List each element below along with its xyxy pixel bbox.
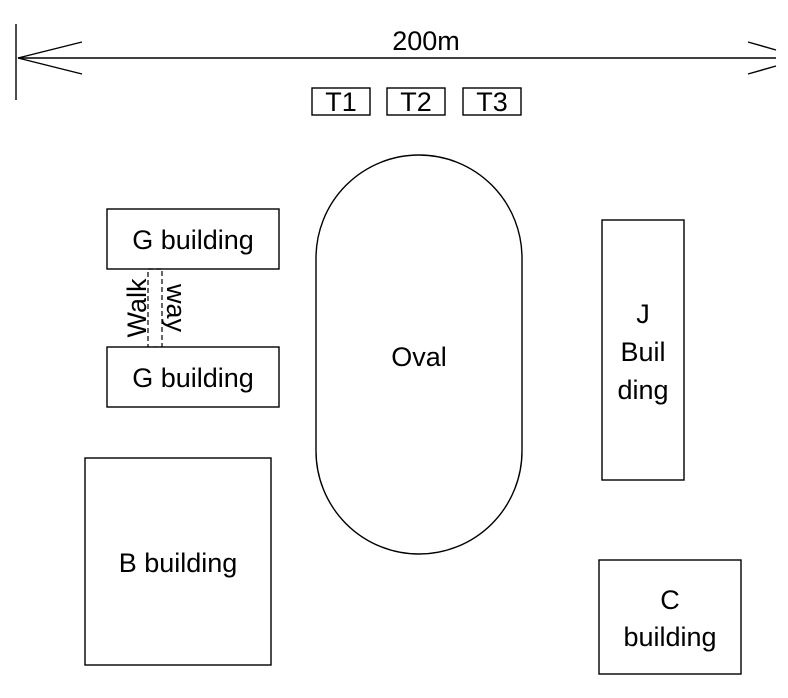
scale-label: 200m xyxy=(392,26,460,56)
oval: Oval xyxy=(315,154,523,555)
scale-right-arrowhead xyxy=(747,41,777,51)
walkway-label-walk: Walk xyxy=(122,278,152,337)
token-t3: T3 xyxy=(462,87,522,117)
b-building-label: B building xyxy=(119,548,238,578)
scale-bar: 200m xyxy=(15,24,777,100)
token-t3-label: T3 xyxy=(476,87,508,117)
oval-label: Oval xyxy=(391,342,447,372)
g-building-top: G building xyxy=(106,208,280,270)
g-building-bottom-label: G building xyxy=(132,363,254,393)
token-t1: T1 xyxy=(311,87,371,117)
c-building: C building xyxy=(598,559,742,675)
j-building: J Buil ding xyxy=(601,219,685,481)
g-building-top-label: G building xyxy=(132,225,254,255)
scale-left-arrowhead xyxy=(17,41,83,75)
j-building-label-line2: Buil xyxy=(620,337,665,367)
g-building-bottom: G building xyxy=(106,346,280,408)
c-building-label-line1: C xyxy=(660,585,680,615)
token-t2-label: T2 xyxy=(400,87,432,117)
walkway-label-way: way xyxy=(161,283,191,333)
scale-right-arrowhead-lower xyxy=(747,65,777,75)
c-building-label-line2: building xyxy=(623,622,716,652)
j-building-label-line3: ding xyxy=(617,375,668,405)
walkway: Walk way xyxy=(122,268,191,348)
token-t1-label: T1 xyxy=(325,87,357,117)
j-building-label-line1: J xyxy=(636,299,650,329)
b-building: B building xyxy=(84,457,272,666)
token-t2: T2 xyxy=(386,87,446,117)
